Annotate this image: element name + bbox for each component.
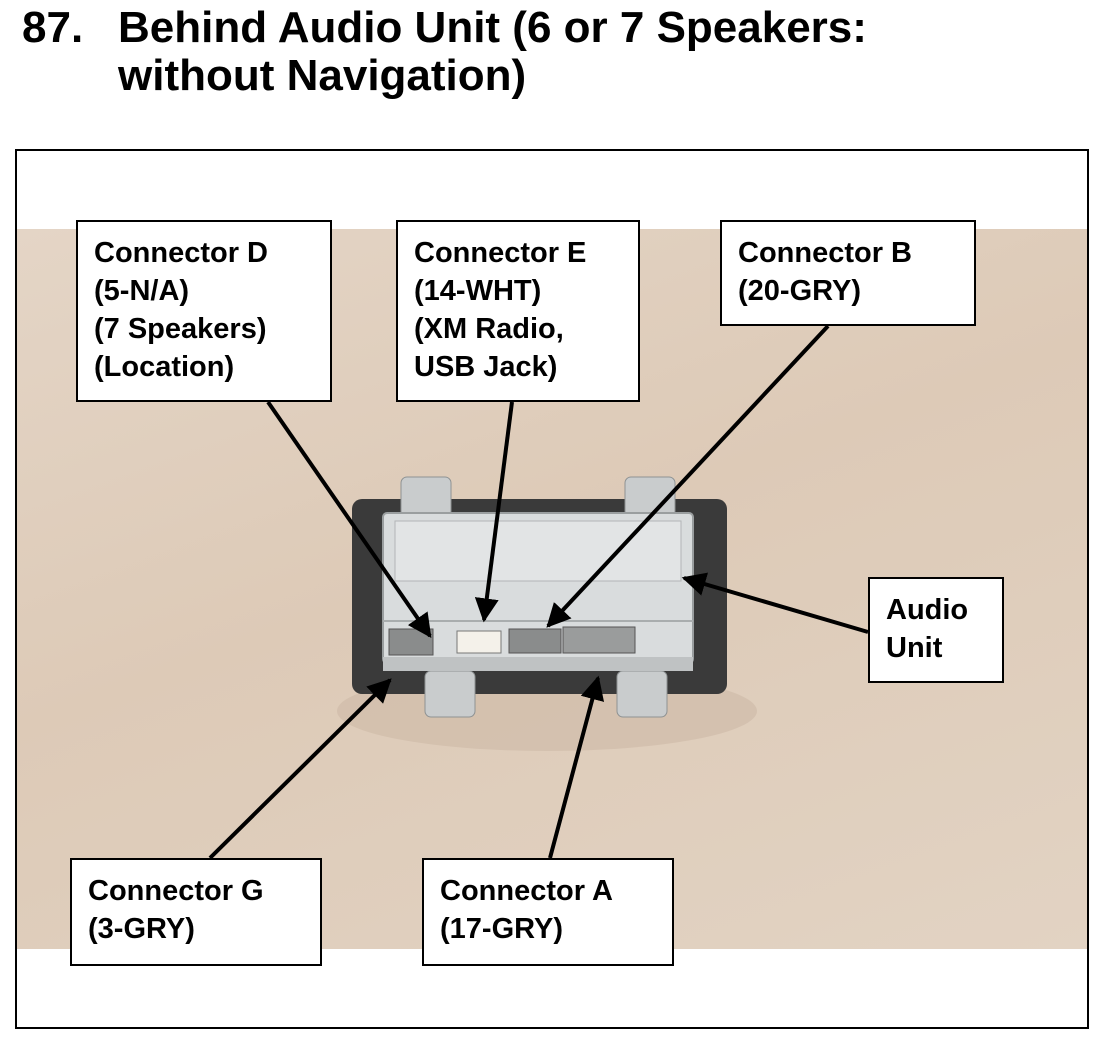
title-text: Behind Audio Unit (6 or 7 Speakers: with… bbox=[118, 4, 1078, 100]
label-audio-unit: Audio Unit bbox=[868, 577, 1004, 683]
connector-g-plug bbox=[388, 628, 434, 656]
label-connector-a: Connector A (17-GRY) bbox=[422, 858, 674, 966]
label-connector-e: Connector E (14-WHT) (XM Radio, USB Jack… bbox=[396, 220, 640, 402]
chassis-top-panel bbox=[394, 520, 682, 582]
label-connector-g: Connector G (3-GRY) bbox=[70, 858, 322, 966]
label-connector-d: Connector D (5-N/A) (7 Speakers) (Locati… bbox=[76, 220, 332, 402]
chassis-bottom-strip bbox=[383, 657, 693, 671]
title-line-1: Behind Audio Unit (6 or 7 Speakers: bbox=[118, 3, 867, 52]
mount-tab-top-right bbox=[624, 476, 676, 518]
connector-e-plug bbox=[456, 630, 502, 654]
mount-tab-bottom-left bbox=[424, 670, 476, 718]
mount-tab-bottom-right bbox=[616, 670, 668, 718]
label-connector-b: Connector B (20-GRY) bbox=[720, 220, 976, 326]
connector-b-plug bbox=[508, 628, 562, 654]
mount-tab-top-left bbox=[400, 476, 452, 518]
title-number: 87. bbox=[22, 3, 84, 52]
connector-a-plug bbox=[562, 626, 636, 654]
title-line-2: without Navigation) bbox=[118, 51, 527, 100]
